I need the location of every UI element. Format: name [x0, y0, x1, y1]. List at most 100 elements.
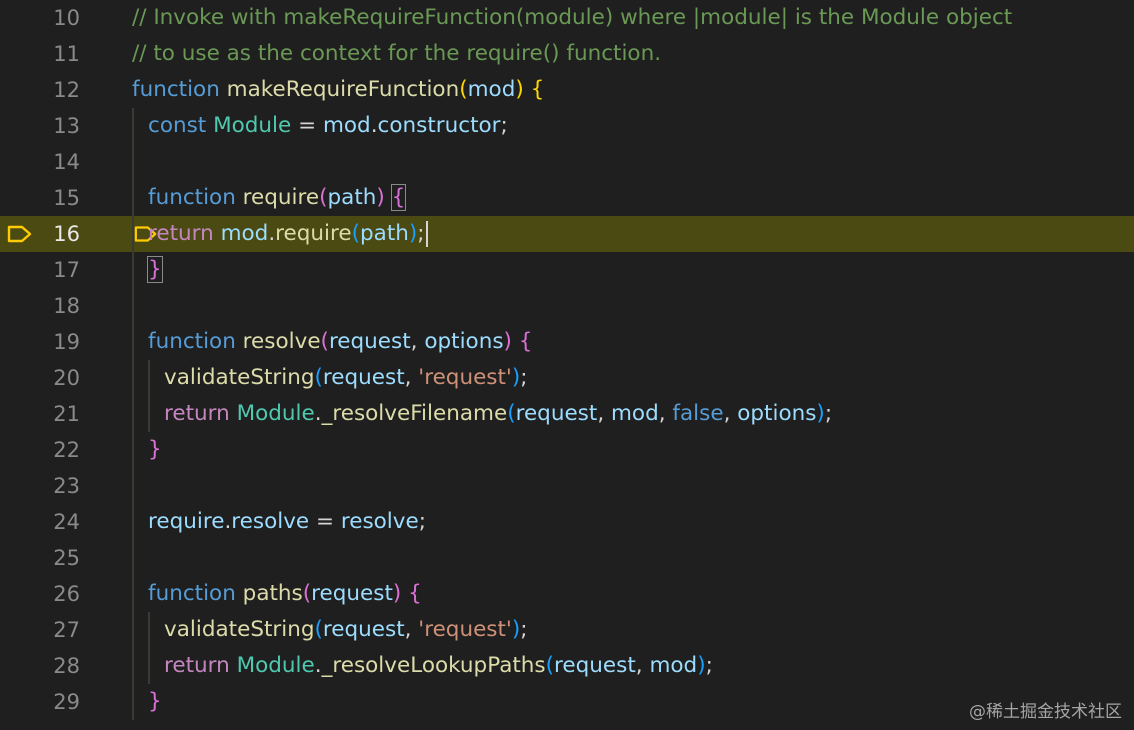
token-variable: request	[328, 329, 411, 354]
token-plain: ,	[404, 365, 419, 390]
token-plain: .	[268, 221, 276, 246]
line-number[interactable]: 29	[53, 690, 80, 714]
token-plain: .	[314, 401, 322, 426]
token-variable: request	[322, 365, 405, 390]
code-text[interactable]: }	[148, 684, 162, 720]
token-plain: ;	[417, 221, 425, 246]
code-line[interactable]: 23	[0, 468, 1134, 504]
token-variable: constructor	[377, 113, 501, 138]
breakpoint-arrow-shape[interactable]	[7, 225, 33, 243]
token-plain: ;	[824, 401, 833, 426]
token-function: require	[275, 221, 352, 246]
token-keyword: function	[132, 77, 227, 102]
token-function: require	[242, 185, 320, 210]
code-line[interactable]: 28 return Module._resolveLookupPaths(requ…	[0, 648, 1134, 684]
indent-guide	[132, 108, 134, 720]
token-variable: request	[311, 581, 393, 606]
token-plain: ,	[658, 401, 673, 426]
code-line[interactable]: 25	[0, 540, 1134, 576]
code-text[interactable]: }	[147, 252, 163, 288]
line-number[interactable]: 25	[53, 546, 80, 570]
token-variable: path	[327, 185, 377, 210]
indent-guide	[148, 360, 150, 432]
inline-breakpoint-icon[interactable]	[134, 225, 158, 243]
line-number[interactable]: 19	[53, 330, 80, 354]
code-line[interactable]: 21 return Module._resolveFilename(request…	[0, 396, 1134, 432]
code-line[interactable]: 11 // to use as the context for the requi…	[0, 36, 1134, 72]
token-bracket-purple: )	[376, 185, 392, 210]
token-variable: resolve	[340, 509, 419, 534]
code-line[interactable]: 20 validateString(request, 'request');	[0, 360, 1134, 396]
line-number[interactable]: 27	[53, 618, 80, 642]
token-plain: ;	[705, 653, 713, 678]
line-number[interactable]: 15	[53, 186, 80, 210]
code-text[interactable]: validateString(request, 'request');	[164, 612, 528, 648]
code-text[interactable]: const Module = mod.constructor;	[148, 108, 508, 144]
token-variable: mod	[467, 77, 516, 102]
breakpoint-arrow-icon[interactable]	[7, 225, 33, 243]
token-bracket-blue: )	[816, 401, 825, 426]
token-variable: request	[554, 653, 636, 678]
code-line[interactable]: 13 const Module = mod.constructor;	[0, 108, 1134, 144]
line-number[interactable]: 12	[53, 78, 80, 102]
token-comment: // to use as the context for the require…	[132, 41, 662, 66]
code-text[interactable]: validateString(request, 'request');	[164, 360, 528, 396]
code-text[interactable]: function paths(request) {	[148, 576, 422, 612]
token-bracket-purple: (	[320, 329, 329, 354]
line-number[interactable]: 21	[53, 402, 80, 426]
code-line[interactable]: 19 function resolve(request, options) {	[0, 324, 1134, 360]
token-keyword: const	[148, 113, 214, 138]
code-line[interactable]: 12 function makeRequireFunction(mod) {	[0, 72, 1134, 108]
token-variable: options	[737, 401, 817, 426]
token-plain: .	[314, 653, 322, 678]
code-line[interactable]: 14	[0, 144, 1134, 180]
line-number[interactable]: 16	[53, 222, 80, 246]
line-number[interactable]: 24	[53, 510, 80, 534]
line-number[interactable]: 14	[53, 150, 80, 174]
token-bracket-purple: (	[319, 185, 328, 210]
line-number[interactable]: 11	[53, 42, 80, 66]
code-text[interactable]: }	[148, 432, 162, 468]
line-number[interactable]: 26	[53, 582, 80, 606]
line-number[interactable]: 13	[53, 114, 80, 138]
code-line[interactable]: 16 return mod.require(path);	[0, 216, 1134, 252]
token-string: 'request'	[418, 617, 512, 642]
code-text[interactable]: // Invoke with makeRequireFunction(modul…	[132, 0, 1012, 36]
code-line[interactable]: 17}	[0, 252, 1134, 288]
token-variable: request	[322, 617, 405, 642]
line-number[interactable]: 28	[53, 654, 80, 678]
code-text[interactable]: return mod.require(path);	[148, 216, 428, 252]
line-number[interactable]: 22	[53, 438, 80, 462]
code-line[interactable]: 18	[0, 288, 1134, 324]
text-cursor	[425, 221, 428, 247]
inline-breakpoint-shape[interactable]	[134, 225, 158, 243]
code-text[interactable]: return Module._resolveFilename(request, …	[164, 396, 832, 432]
code-text[interactable]: function resolve(request, options) {	[148, 324, 532, 360]
token-variable: mod	[220, 221, 269, 246]
code-text[interactable]: function makeRequireFunction(mod) {	[132, 72, 544, 108]
line-number[interactable]: 18	[53, 294, 80, 318]
token-function: validateString	[164, 617, 315, 642]
code-text[interactable]: return Module._resolveLookupPaths(reques…	[164, 648, 713, 684]
code-line[interactable]: 15 function require(path) {	[0, 180, 1134, 216]
code-line[interactable]: 24 require.resolve = resolve;	[0, 504, 1134, 540]
code-line[interactable]: 27 validateString(request, 'request');	[0, 612, 1134, 648]
token-variable: options	[424, 329, 504, 354]
line-number[interactable]: 10	[53, 6, 80, 30]
token-plain: ,	[597, 401, 611, 426]
code-text[interactable]: require.resolve = resolve;	[148, 504, 426, 540]
code-line[interactable]: 10 // Invoke with makeRequireFunction(mod…	[0, 0, 1134, 36]
token-type: Module	[213, 113, 292, 138]
line-number[interactable]: 23	[53, 474, 80, 498]
code-text[interactable]: function require(path) {	[148, 180, 407, 216]
token-bracket-purple: {	[518, 329, 533, 354]
line-number[interactable]: 20	[53, 366, 80, 390]
line-number[interactable]: 17	[53, 258, 80, 282]
code-text[interactable]: // to use as the context for the require…	[132, 36, 661, 72]
code-line[interactable]: 26 function paths(request) {	[0, 576, 1134, 612]
code-line[interactable]: 22}	[0, 432, 1134, 468]
code-line[interactable]: 29}	[0, 684, 1134, 720]
token-variable: resolve	[231, 509, 310, 534]
token-plain: ,	[723, 401, 738, 426]
